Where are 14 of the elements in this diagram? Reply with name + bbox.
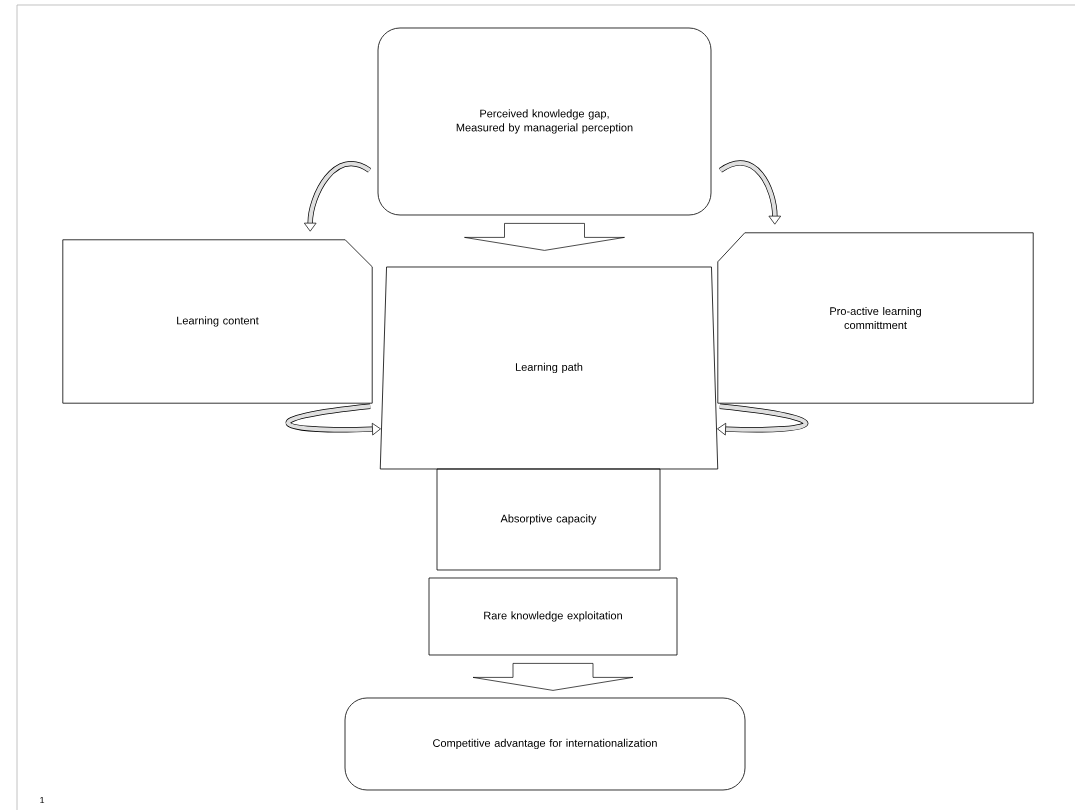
process-box: Absorptive capacity: [436, 468, 661, 571]
curved-arrow: [719, 160, 782, 225]
cut-corner-box: Learning content: [62, 239, 373, 404]
block-arrow: [464, 223, 625, 251]
curved-arrow: [303, 161, 371, 232]
looped-arrow: [286, 403, 381, 436]
cut-corner-box: Pro-active learning committment: [717, 232, 1034, 404]
page-number: 1: [40, 796, 45, 804]
block-arrow: [472, 663, 634, 691]
trapezoid: Learning path: [379, 266, 719, 470]
looped-arrow: [717, 403, 808, 436]
rounded-box: Perceived knowledge gap, Measured by managerial perception: [377, 27, 712, 216]
rounded-box: Competitive advantage for internationalization: [344, 697, 746, 791]
process-box: Rare knowledge exploitation: [428, 577, 678, 656]
